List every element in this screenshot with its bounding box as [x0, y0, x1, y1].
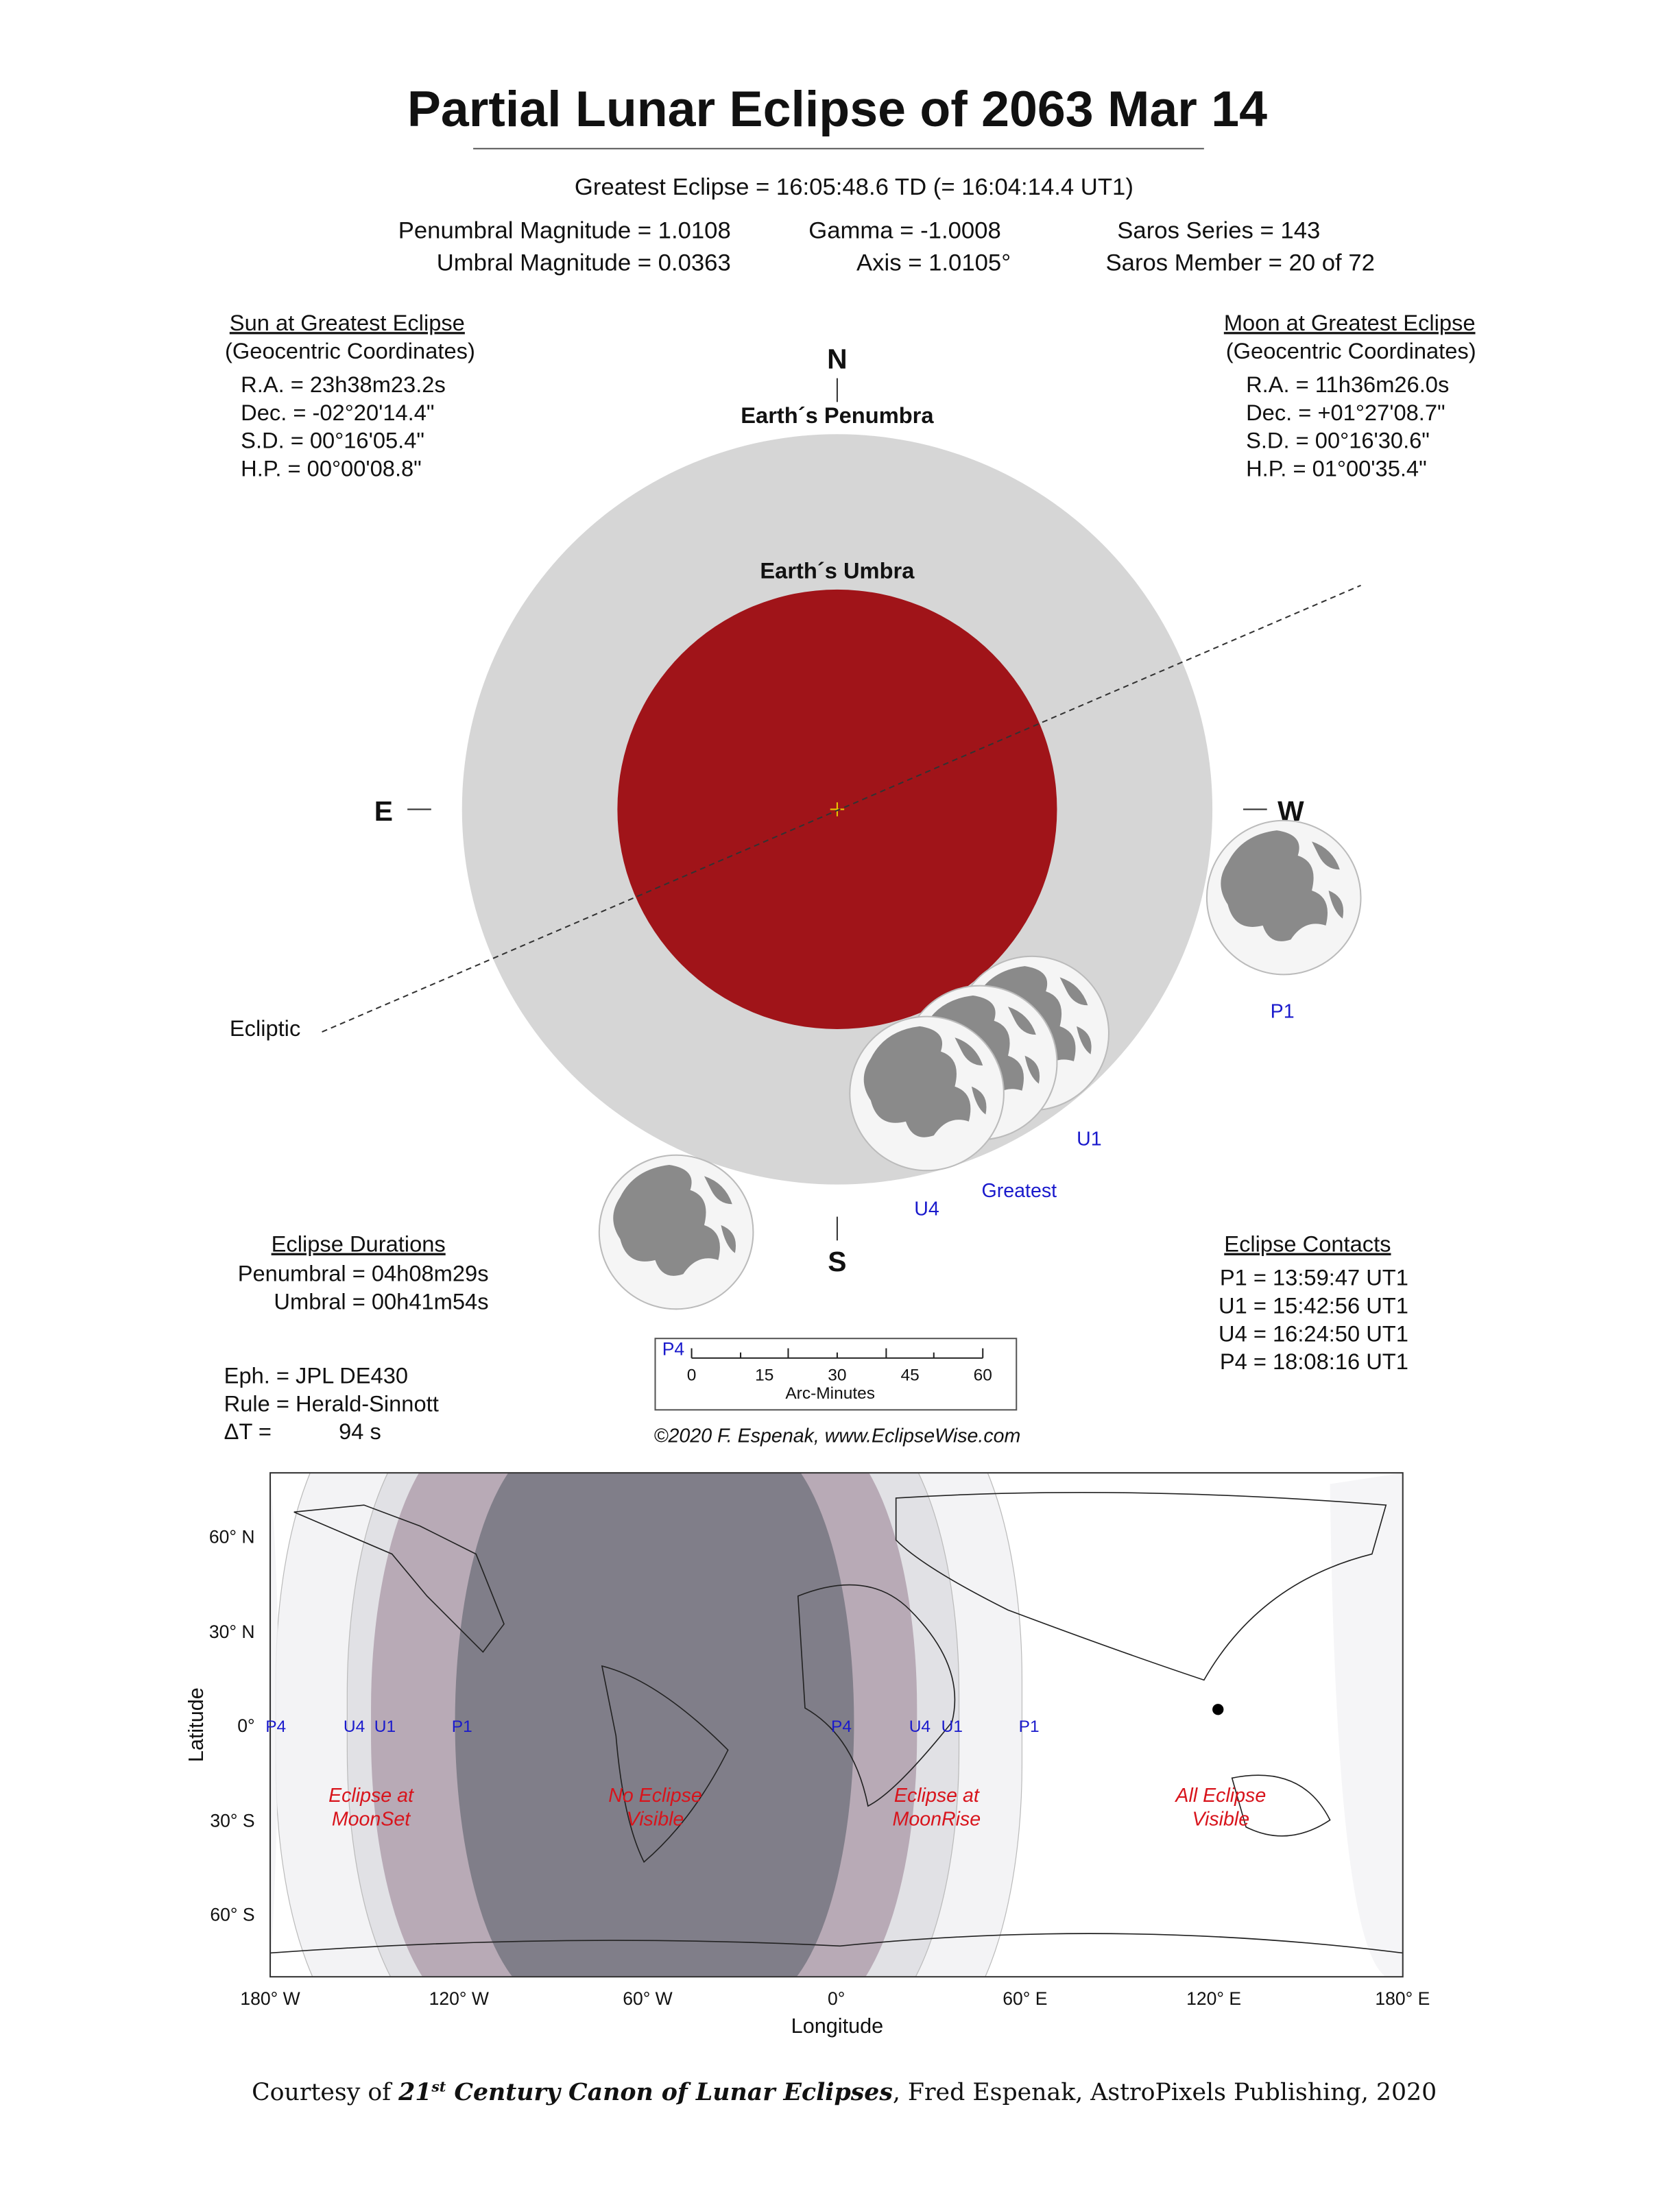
footer-a: Courtesy of	[252, 2079, 398, 2106]
ephemeris: Eph. = JPL DE430	[224, 1363, 408, 1388]
south-label: S	[828, 1246, 846, 1277]
contact-u1: U1 = 15:42:56 UT1	[1219, 1292, 1408, 1318]
umbral-magnitude: Umbral Magnitude = 0.0363	[437, 250, 731, 276]
region-moonrise-2: MoonRise	[893, 1809, 981, 1831]
moon-ra: R.A. = 11h36m26.0s	[1246, 372, 1449, 397]
sun-sd: S.D. = 00°16'05.4"	[241, 428, 424, 453]
moon-p4	[598, 1154, 754, 1310]
region-none-1: No Eclipse	[608, 1785, 702, 1807]
map-contact-label: P1	[1019, 1717, 1040, 1736]
delta-t-label: ΔT =	[224, 1419, 272, 1444]
greatest-eclipse: Greatest Eclipse = 16:05:48.6 TD (= 16:0…	[575, 174, 1133, 200]
durations-heading: Eclipse Durations	[272, 1231, 446, 1257]
region-moonset-2: MoonSet	[332, 1809, 411, 1831]
scale-bar	[691, 1348, 984, 1359]
moon-heading: Moon at Greatest Eclipse	[1224, 310, 1476, 335]
map-xlabel: Longitude	[791, 2014, 883, 2038]
map-frame	[269, 1472, 1404, 1978]
scale-tick-label: 0	[687, 1366, 697, 1384]
gamma: Gamma = -1.0008	[808, 217, 1001, 243]
map-contact-label: P4	[265, 1717, 286, 1736]
moon-subheading: (Geocentric Coordinates)	[1226, 338, 1476, 363]
east-label: E	[374, 795, 393, 827]
saros-member: Saros Member = 20 of 72	[1106, 250, 1375, 276]
region-moonset-1: Eclipse at	[328, 1785, 414, 1807]
footer-g: , Fred Espenak, AstroPixels Publishing, …	[893, 2079, 1437, 2106]
umbra-label: Earth´s Umbra	[760, 558, 915, 583]
sun-hp: H.P. = 00°00'08.8"	[241, 456, 422, 481]
map-contact-label: U1	[941, 1717, 963, 1736]
moon-p1	[1205, 819, 1362, 976]
continent-outlines	[270, 1491, 1403, 1954]
footer-c: st	[431, 2079, 446, 2095]
map-contact-label: U1	[374, 1717, 396, 1736]
footer-credit: Courtesy of 21st Century Canon of Lunar …	[252, 2078, 1437, 2106]
u4-label: U4	[914, 1198, 939, 1220]
umbral-duration: Umbral = 00h41m54s	[274, 1288, 488, 1314]
page-title: Partial Lunar Eclipse of 2063 Mar 14	[407, 80, 1267, 137]
footer-b: 21	[398, 2078, 431, 2106]
rule: Rule = Herald-Sinnott	[224, 1390, 439, 1416]
p1-label: P1	[1271, 1001, 1295, 1023]
region-moonrise-1: Eclipse at	[894, 1785, 980, 1807]
ecliptic-line	[322, 584, 1361, 1033]
moon-u4	[849, 1015, 1005, 1172]
lon-tick-label: 60° E	[1003, 1988, 1047, 2009]
footer-e: Lunar	[695, 2078, 777, 2106]
lon-tick-label: 180° E	[1375, 1988, 1430, 2009]
moon-dec: Dec. = +01°27'08.7"	[1246, 400, 1445, 425]
umbra-center-cross	[830, 802, 845, 817]
saros-series: Saros Series = 143	[1117, 217, 1320, 243]
scale-tick-label: 30	[828, 1366, 846, 1384]
penumbra-label: Earth´s Penumbra	[741, 402, 934, 428]
contact-p1: P1 = 13:59:47 UT1	[1220, 1265, 1408, 1290]
penumbral-duration: Penumbral = 04h08m29s	[238, 1260, 489, 1286]
lat-tick-label: 60° N	[209, 1526, 255, 1547]
delta-t-value: 94 s	[339, 1419, 381, 1444]
visibility-map	[270, 1473, 1403, 1977]
scale-box	[654, 1338, 1018, 1411]
greatest-label: Greatest	[982, 1180, 1057, 1202]
contacts-heading: Eclipse Contacts	[1224, 1231, 1391, 1257]
region-all-1: All Eclipse	[1174, 1785, 1266, 1807]
lat-tick-label: 30° S	[210, 1811, 254, 1831]
region-all-2: Visible	[1192, 1809, 1249, 1831]
lon-tick-label: 60° W	[623, 1988, 673, 2009]
contact-u4: U4 = 16:24:50 UT1	[1219, 1321, 1408, 1346]
lat-tick-label: 0°	[237, 1715, 254, 1736]
region-none-2: Visible	[627, 1809, 684, 1831]
lon-tick-label: 180° W	[240, 1988, 300, 2009]
sun-ra: R.A. = 23h38m23.2s	[241, 372, 446, 397]
copyright: ©2020 F. Espenak, www.EclipseWise.com	[653, 1425, 1020, 1447]
lon-tick-label: 0°	[828, 1988, 845, 2009]
penumbral-magnitude: Penumbral Magnitude = 1.0108	[398, 217, 731, 243]
map-ylabel: Latitude	[184, 1687, 208, 1762]
map-contact-label: P1	[452, 1717, 472, 1736]
greatest-eclipse-point	[1212, 1704, 1224, 1715]
map-contact-label: U4	[909, 1717, 931, 1736]
moon-hp: H.P. = 01°00'35.4"	[1246, 456, 1427, 481]
map-contact-label: U4	[344, 1717, 365, 1736]
scale-tick-label: 45	[900, 1366, 919, 1384]
lon-tick-label: 120° W	[429, 1988, 489, 2009]
contact-p4: P4 = 18:08:16 UT1	[1220, 1349, 1408, 1374]
sun-subheading: (Geocentric Coordinates)	[225, 338, 475, 363]
moon-sd: S.D. = 00°16'30.6"	[1246, 428, 1430, 453]
u1-label: U1	[1077, 1128, 1102, 1150]
scale-p4-label: P4	[662, 1339, 684, 1360]
scale-unit-label: Arc-Minutes	[785, 1384, 875, 1403]
lat-tick-label: 60° S	[210, 1905, 254, 1925]
lon-tick-label: 120° E	[1186, 1988, 1241, 2009]
north-label: N	[827, 343, 848, 374]
lat-tick-label: 30° N	[209, 1622, 255, 1642]
ecliptic-label: Ecliptic	[230, 1015, 300, 1041]
axis: Axis = 1.0105°	[856, 250, 1011, 276]
scale-tick-label: 15	[755, 1366, 773, 1384]
sun-heading: Sun at Greatest Eclipse	[230, 310, 465, 335]
scale-tick-label: 60	[974, 1366, 992, 1384]
footer-f: Eclipses	[775, 2078, 892, 2106]
sun-dec: Dec. = -02°20'14.4"	[241, 400, 434, 425]
footer-d: Century Canon of	[446, 2078, 696, 2106]
map-contact-label: P4	[831, 1717, 852, 1736]
